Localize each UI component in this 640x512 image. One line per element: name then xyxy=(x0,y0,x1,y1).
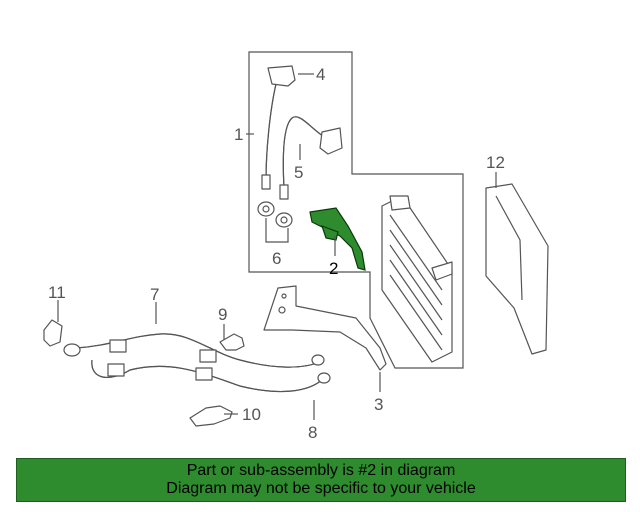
banner-line-1: Part or sub-assembly is #2 in diagram xyxy=(186,462,456,479)
shroud-12[interactable] xyxy=(485,183,549,355)
oil-line-7[interactable] xyxy=(63,333,321,368)
clip-11[interactable] xyxy=(43,319,63,347)
callout-10: 10 xyxy=(242,405,261,424)
oil-line-5[interactable] xyxy=(279,116,343,200)
callout-6: 6 xyxy=(272,249,281,268)
callout-7: 7 xyxy=(150,285,159,304)
callout-9: 9 xyxy=(218,305,227,324)
oil-cooler[interactable] xyxy=(381,195,453,363)
seal-6[interactable] xyxy=(257,201,293,228)
callout-1: 1 xyxy=(234,125,243,144)
callout-8: 8 xyxy=(308,423,317,442)
callout-2: 2 xyxy=(329,259,338,278)
callout-12: 12 xyxy=(486,153,505,172)
bracket-3[interactable] xyxy=(263,285,387,371)
clip-10[interactable] xyxy=(189,405,233,427)
callout-3: 3 xyxy=(374,395,383,414)
info-banner: Part or sub-assembly is #2 in diagram Di… xyxy=(16,458,626,502)
callout-5: 5 xyxy=(294,163,303,182)
callout-11: 11 xyxy=(48,283,66,302)
oil-line-8[interactable] xyxy=(91,354,331,393)
bracket-2[interactable] xyxy=(309,207,366,271)
parts-diagram: 1 2 3 4 5 6 7 8 9 10 11 12 xyxy=(43,51,549,442)
callout-6-bracket xyxy=(265,218,289,243)
banner-line-2: Diagram may not be specific to your vehi… xyxy=(166,480,476,497)
assembly-1-box xyxy=(248,51,464,369)
callout-4: 4 xyxy=(316,65,325,84)
clip-9[interactable] xyxy=(219,333,245,351)
oil-line-4[interactable] xyxy=(261,65,296,190)
